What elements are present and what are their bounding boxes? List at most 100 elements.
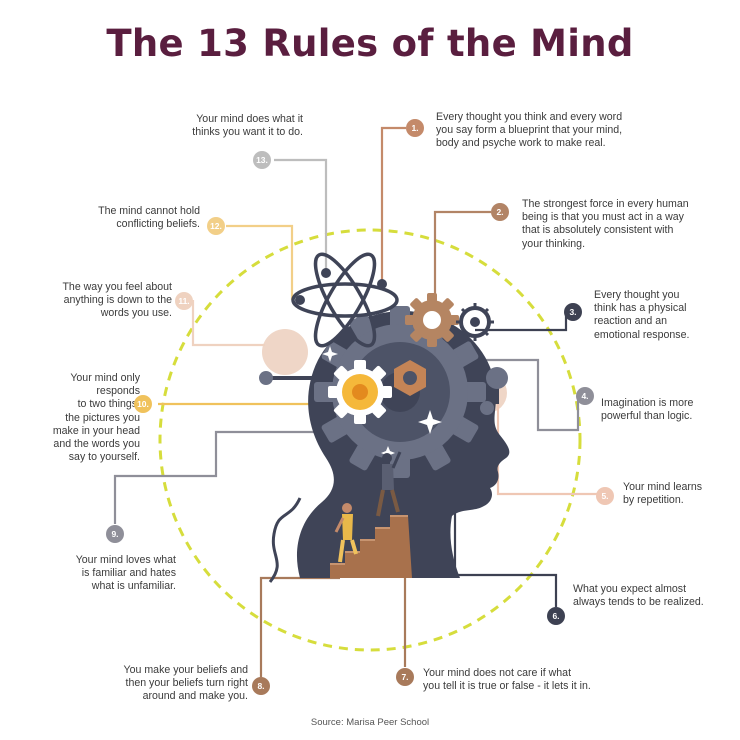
rule-8-line: then your beliefs turn right	[125, 677, 249, 690]
rule-2-line: your thinking.	[522, 237, 586, 250]
rule-10-line: and the words you	[53, 438, 140, 451]
rule-1-line: you say form a blueprint that your mind,	[436, 124, 623, 137]
connector-1	[380, 126, 406, 282]
page-title: The 13 Rules of the Mind	[106, 22, 634, 65]
rule-8-line: You make your beliefs and	[123, 664, 248, 676]
connector-6	[453, 510, 558, 607]
rule-7-line: Your mind does not care if what	[423, 667, 572, 679]
rule-9-line: what is unfamiliar.	[91, 580, 176, 593]
connector-8	[259, 576, 340, 677]
rule-8-line: around and make you.	[142, 690, 248, 703]
rule-8-badge: 8.	[252, 677, 270, 695]
rule-13-badge: 13.	[253, 151, 271, 169]
source-credit: Source: Marisa Peer School	[310, 717, 430, 728]
rule-2-line: The strongest force in every human	[522, 198, 689, 210]
rule-2-line: being is that you must act in a way	[522, 211, 684, 224]
rule-10-line: responds	[96, 385, 140, 398]
rule-1-line: Every thought you think and every word	[436, 111, 623, 123]
molecule-ball	[486, 367, 508, 389]
rule-11-line: words you use.	[100, 307, 172, 320]
connector-13	[274, 158, 328, 272]
rule-5-line: by repetition.	[623, 494, 684, 507]
connector-12	[226, 224, 294, 300]
rule-10-line: make in your head	[52, 424, 140, 437]
rule-3-line: emotional response.	[594, 328, 690, 341]
rule-12-line: conflicting beliefs.	[116, 218, 200, 231]
rule-5-badge: 5.	[596, 487, 614, 505]
rule-6-badge: 6.	[547, 607, 565, 625]
connector-11	[191, 300, 265, 347]
rule-9-badge: 9.	[106, 525, 124, 543]
rule-10-line: say to yourself.	[68, 451, 140, 464]
yellow-gear-icon	[328, 360, 392, 424]
rule-11-line: The way you feel about	[62, 281, 172, 293]
rule-2-line: that is absolutely consistent with	[522, 224, 674, 237]
rule-2-badge: 2.	[491, 203, 509, 221]
rule-1-badge: 1.	[406, 119, 424, 137]
connector-4	[458, 358, 580, 432]
connector-9	[113, 430, 330, 524]
rule-7-badge: 7.	[396, 668, 414, 686]
squiggle-line	[268, 497, 302, 583]
rule-9-line: is familiar and hates	[81, 567, 176, 580]
rule-5-line: Your mind learns	[623, 481, 703, 493]
rule-4-line: Imagination is more	[601, 397, 694, 409]
rule-10-line: the pictures you	[65, 411, 140, 424]
rule-3-line: Every thought you	[594, 289, 680, 301]
big-gear-icon	[314, 306, 486, 478]
rule-6-line: always tends to be realized.	[573, 596, 704, 609]
climbing-person-icon	[334, 503, 358, 563]
rule-3-line: think has a physical	[594, 302, 687, 315]
rule-11-badge: 11.	[175, 292, 193, 310]
staircase	[330, 516, 412, 578]
molecule-ball	[480, 401, 494, 415]
peach-blob	[262, 329, 308, 375]
rule-12-badge: 12.	[207, 217, 225, 235]
hex-nut-icon	[394, 360, 426, 396]
standing-person-icon	[376, 451, 402, 517]
rule-11-line: anything is down to the	[63, 294, 172, 307]
atom-electron	[377, 279, 387, 289]
rule-6-line: What you expect almost	[573, 583, 687, 595]
rule-13-line: thinks you want it to do.	[192, 126, 303, 139]
atom-electron	[295, 295, 305, 305]
rule-7-line: you tell it is true or false - it lets i…	[423, 680, 591, 693]
connector-2	[433, 210, 491, 300]
rule-3-badge: 3.	[564, 303, 582, 321]
rule-12-line: The mind cannot hold	[98, 205, 200, 217]
sparkle-icon	[322, 346, 338, 362]
rule-3-line: reaction and an	[594, 315, 668, 328]
brown-gear-icon	[405, 293, 459, 347]
rule-10-line: to two things:	[77, 398, 140, 411]
rule-4-line: powerful than logic.	[601, 410, 693, 423]
rule-9-line: Your mind loves what	[75, 554, 176, 566]
rule-4-badge: 4.	[576, 387, 594, 405]
rule-10-line: Your mind only	[70, 372, 140, 384]
sparkle-icon	[418, 410, 442, 434]
sparkle-icon	[381, 446, 395, 460]
small-gear-icon	[456, 303, 494, 341]
rule-10-badge: 10.	[134, 395, 152, 413]
atom-electron	[321, 268, 331, 278]
dashed-orbit-circle	[158, 228, 582, 652]
molecule-ball	[259, 371, 273, 385]
atom-icon	[291, 252, 399, 348]
rule-13-line: Your mind does what it	[196, 113, 303, 125]
connector-5	[496, 392, 597, 496]
rule-1-line: body and psyche work to make real.	[436, 137, 606, 150]
